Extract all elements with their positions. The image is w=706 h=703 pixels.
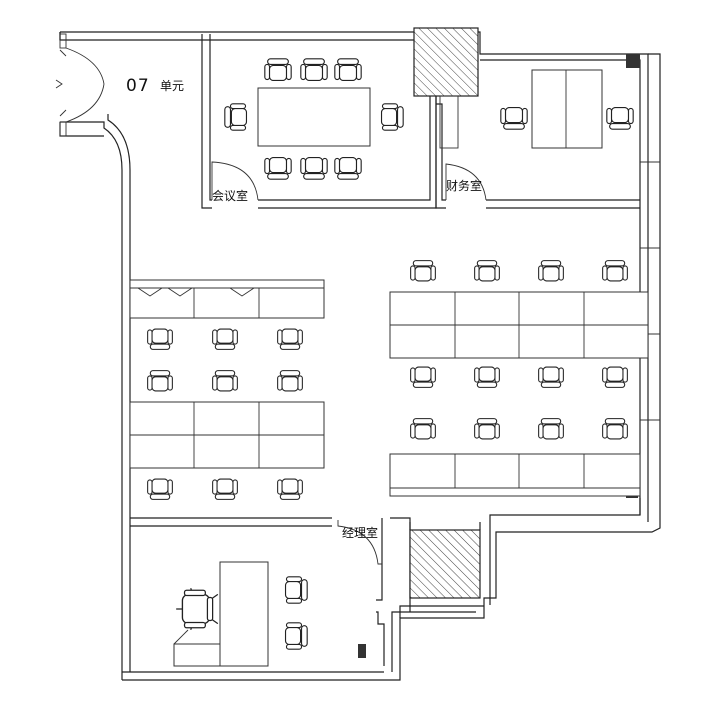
finance-room-label: 财务室 <box>446 178 482 193</box>
meeting-table <box>257 87 371 147</box>
left-workstations <box>129 279 325 500</box>
right-workstations <box>389 260 649 497</box>
unit-label: 07 单元 <box>126 76 184 96</box>
finance-desk <box>531 69 603 149</box>
finance-room: 财务室 <box>435 69 640 209</box>
unit-number: 07 <box>126 76 150 96</box>
manager-room-label: 经理室 <box>342 525 378 540</box>
entrance-door <box>55 47 105 123</box>
column-top <box>413 27 479 97</box>
manager-desk <box>219 561 269 667</box>
unit-suffix: 单元 <box>160 79 184 93</box>
column-bottom <box>409 529 481 599</box>
meeting-room-label: 会议室 <box>212 188 248 203</box>
manager-room: 经理室 <box>130 517 411 667</box>
meeting-room: 会议室 <box>201 32 437 209</box>
